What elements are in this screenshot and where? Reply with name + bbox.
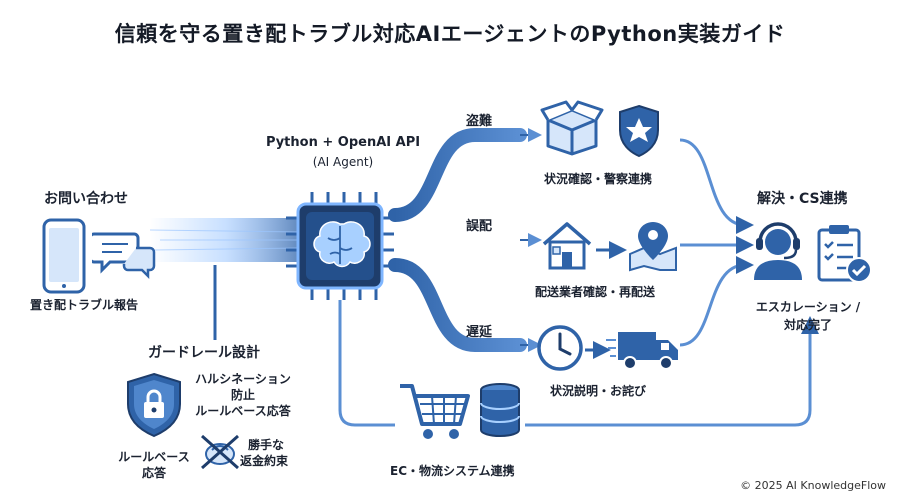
prohibited-line2: 返金約束: [240, 454, 289, 468]
chat-bubbles-icon: [92, 232, 156, 280]
map-pin-icon: [629, 222, 677, 272]
resolution-heading: 解決・CS連携: [757, 191, 848, 207]
ai-chip-icon: [286, 192, 394, 300]
connector-system-loop: [338, 300, 395, 427]
guardrail-item-1: ハルシネーション: [195, 372, 291, 386]
connector-theft-resolution: [679, 138, 754, 234]
police-badge-icon: [619, 104, 659, 158]
page-title: 信頼を守る置き配トラブル対応AIエージェントのPython実装ガイド: [114, 22, 786, 46]
smartphone-icon: [42, 218, 86, 294]
resolution-caption-line1: エスカレーション /: [755, 300, 861, 314]
branch-label-misdelivery: 誤配: [466, 219, 493, 234]
resolution-caption-line2: 対応完了: [783, 318, 832, 332]
clipboard-check-icon: [817, 225, 872, 283]
no-refund-icon: [201, 434, 239, 470]
branch-pipe-delay: [388, 258, 527, 352]
shield-label-line2: 応答: [141, 466, 166, 480]
branch-label-theft: 盗難: [466, 114, 493, 129]
house-icon: [542, 222, 592, 270]
database-icon: [480, 383, 520, 437]
result-delay: 状況説明・お詫び: [550, 384, 647, 398]
support-agent-icon: [754, 222, 802, 280]
integration-caption: EC・物流システム連携: [390, 464, 515, 478]
prohibited-line1: 勝手な: [248, 438, 285, 452]
clock-icon: [537, 325, 583, 371]
result-theft: 状況確認・警察連携: [544, 172, 653, 186]
agent-name: Python + OpenAI API: [265, 135, 421, 150]
inquiry-heading: お問い合わせ: [44, 191, 128, 207]
box-icon: [540, 100, 604, 156]
inquiry-caption: 置き配トラブル報告: [30, 298, 139, 312]
delivery-truck-icon: [606, 332, 678, 370]
branch-pipe-theft: [388, 128, 527, 222]
guardrail-heading: ガードレール設計: [148, 345, 260, 361]
guardrail-item-2: 防止: [230, 388, 255, 402]
shield-label-line1: ルールベース: [118, 450, 190, 464]
shield-lock-icon: [127, 372, 181, 438]
connector-delay-resolution: [679, 256, 754, 347]
result-misdelivery: 配送業者確認・再配送: [535, 285, 656, 299]
branch-label-delay: 遅延: [466, 325, 493, 340]
shopping-cart-icon: [400, 384, 470, 439]
agent-sub: (AI Agent): [312, 155, 374, 169]
guardrail-item-3: ルールベース応答: [195, 404, 291, 418]
copyright-footer: © 2025 AI KnowledgeFlow: [740, 479, 886, 492]
